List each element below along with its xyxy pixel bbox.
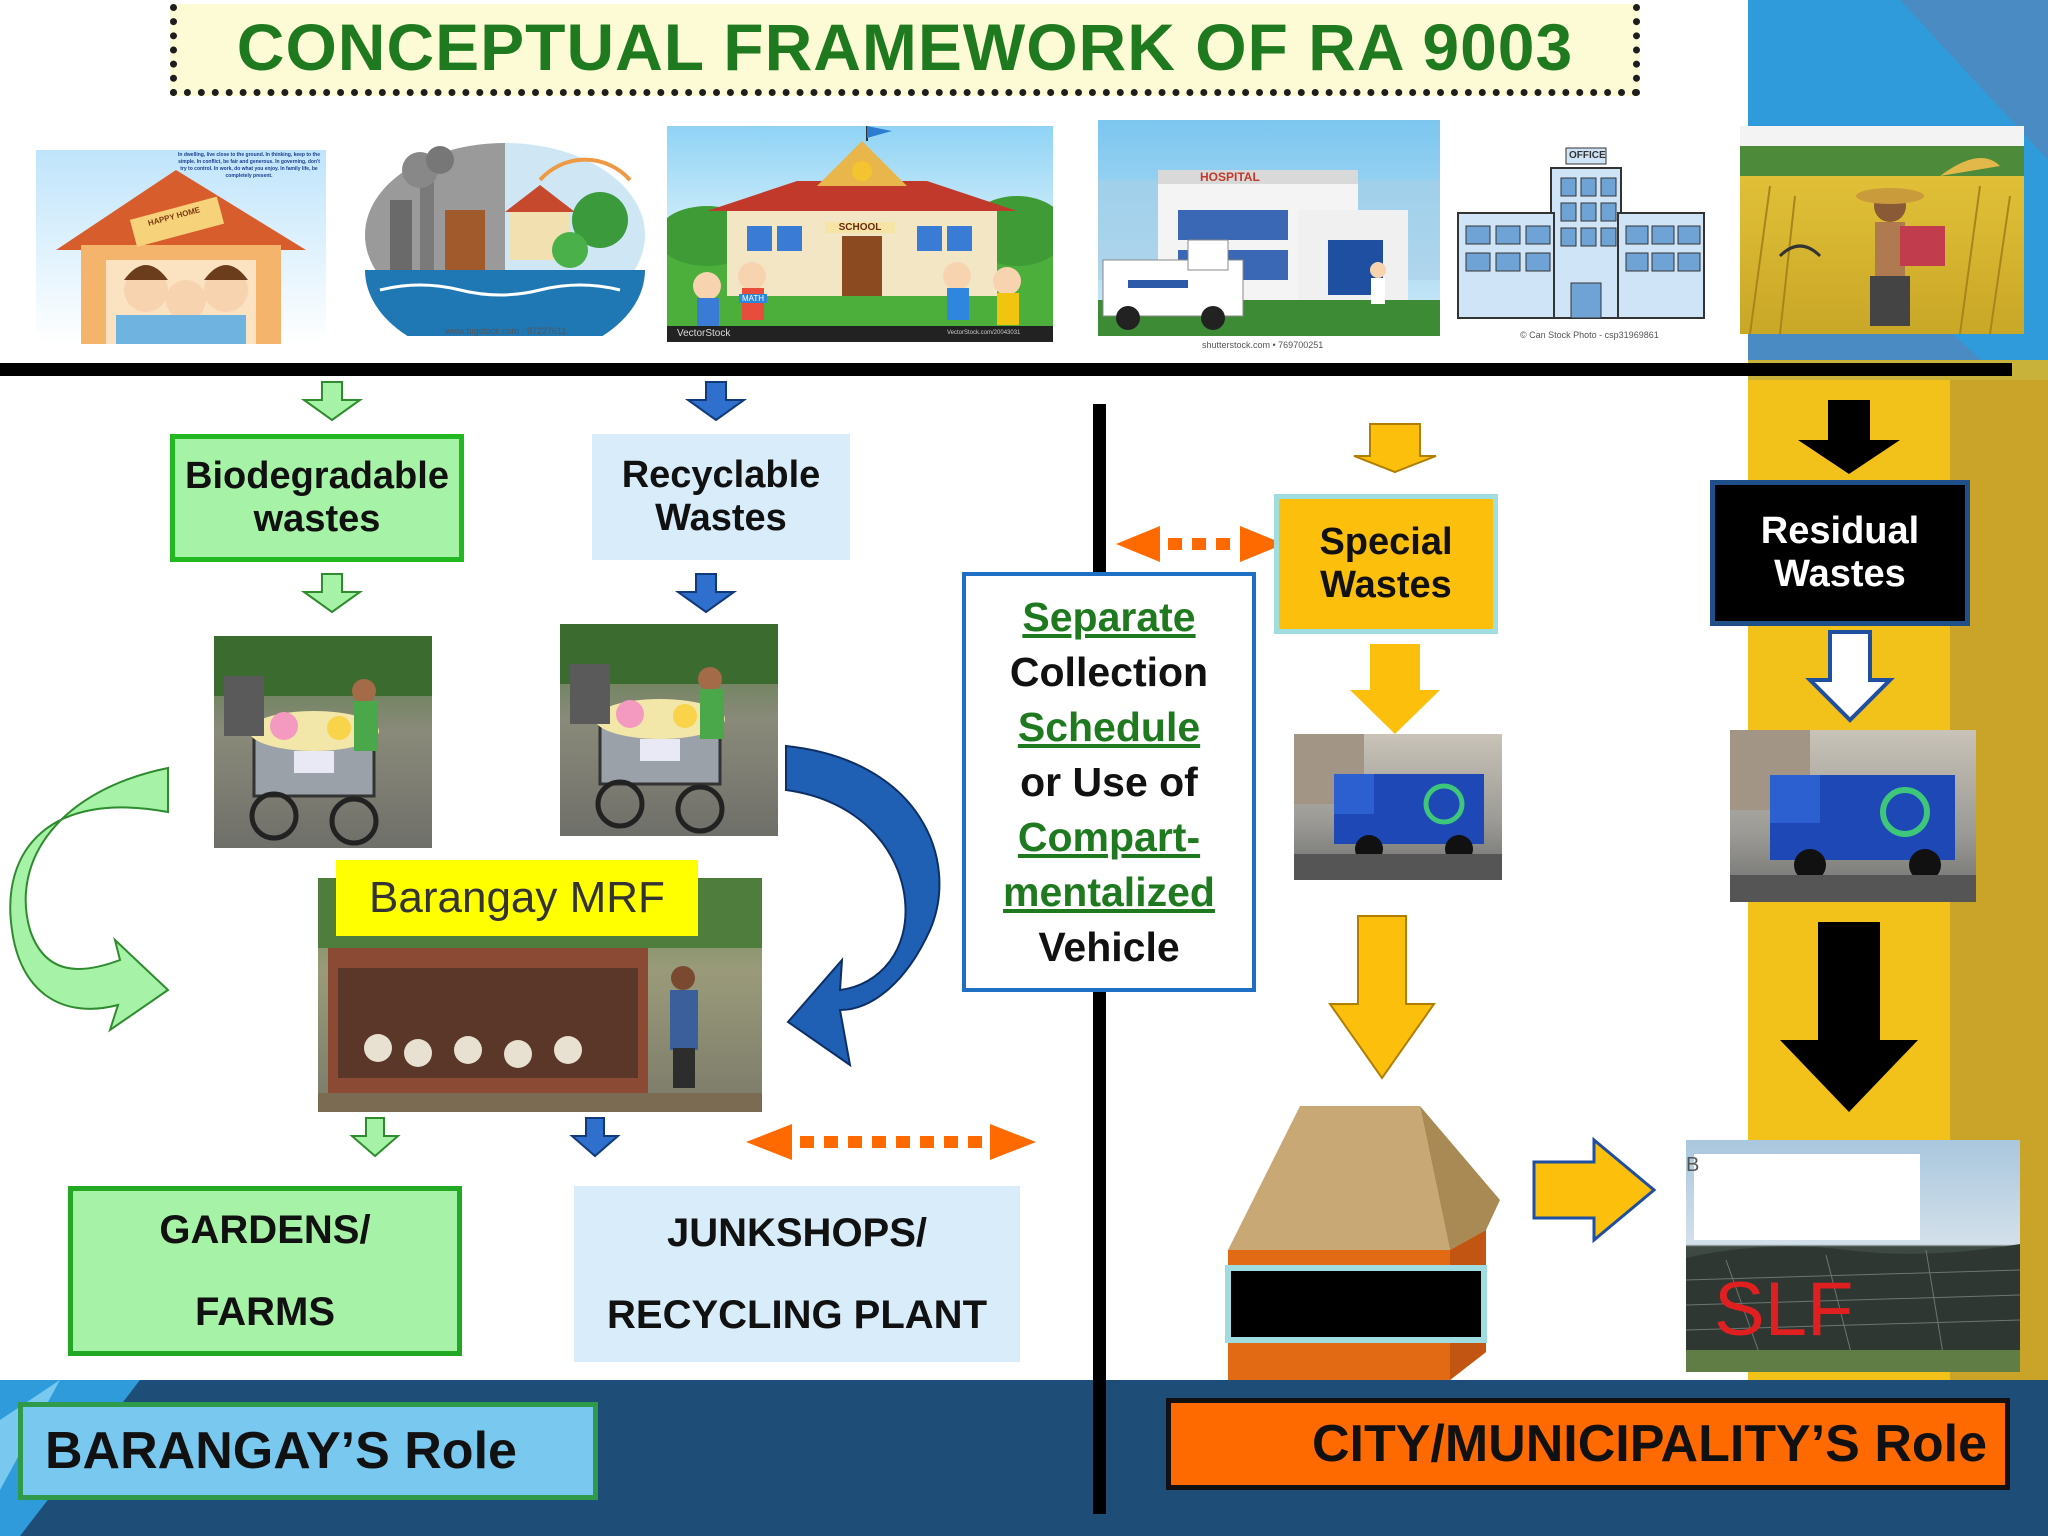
- junkshops-line2: RECYCLING PLANT: [607, 1293, 987, 1337]
- slf-blank-card: [1694, 1154, 1920, 1240]
- farmer-image: [1740, 126, 2024, 334]
- recyclable-line2: Wastes: [655, 497, 787, 539]
- collection-box: Separate Collection Schedule or Use of C…: [962, 572, 1256, 992]
- collection-line3: Schedule: [1017, 703, 1201, 750]
- orange-dotted-arrow-top: [1116, 526, 1284, 562]
- recyclable-box: Recyclable Wastes: [592, 434, 850, 560]
- arrow-down-residual-1: [1798, 400, 1900, 474]
- recyclable-line1: Recyclable: [621, 454, 821, 496]
- garbage-truck-photo-special: [1294, 734, 1502, 880]
- arrow-down-bio-2: [300, 573, 364, 614]
- residual-wastes-box: Residual Wastes: [1710, 480, 1970, 626]
- credit-vectorstock: VectorStock: [677, 328, 731, 339]
- school-sign-text: SCHOOL: [825, 222, 895, 233]
- arrow-down-residual-2: [1805, 630, 1895, 723]
- gardens-line1: GARDENS/: [159, 1208, 371, 1252]
- curved-arrow-green: [9, 766, 170, 1033]
- city-role-box: CITY/MUNICIPALITY’S Role: [1166, 1398, 2010, 1490]
- collection-line7: Vehicle: [1038, 923, 1180, 970]
- biodegradable-line1: Biodegradable: [185, 455, 449, 497]
- barangay-role-box: BARANGAY’S Role: [18, 1402, 598, 1500]
- mrf-label-text: Barangay MRF: [369, 873, 665, 922]
- hospital-image: HOSPITAL: [1098, 120, 1440, 336]
- pedicab-photo-bio: [214, 636, 432, 848]
- credit-canstock: © Can Stock Photo - csp31969861: [1520, 330, 1659, 340]
- collection-line1: Separate: [1022, 593, 1196, 640]
- special-line2: Wastes: [1320, 564, 1452, 606]
- arrow-down-special-3: [1328, 915, 1436, 1080]
- office-image: OFFICE: [1456, 138, 1706, 334]
- school-image: SCHOOL MATH VectorStock VectorStock.com/…: [667, 126, 1053, 342]
- credit-bigstock: www.bigstock.com · 97227611: [445, 326, 567, 336]
- slf-label: SLF: [1714, 1267, 1854, 1352]
- garbage-truck-photo-residual: [1730, 730, 1976, 902]
- hospital-sign: HOSPITAL: [1200, 170, 1260, 184]
- pedicab-photo-rec: [560, 624, 778, 836]
- arrow-down-special-2: [1350, 644, 1440, 734]
- city-role-label: CITY/MUNICIPALITY’S Role: [1311, 1415, 1987, 1473]
- mrf-label: Barangay MRF: [336, 860, 698, 936]
- arrow-down-bio-1: [300, 381, 364, 422]
- residual-line1: Residual: [1760, 510, 1920, 552]
- arrow-right-slf: [1532, 1136, 1657, 1244]
- junkshops-box: JUNKSHOPS/ RECYCLING PLANT: [574, 1186, 1020, 1362]
- arrow-down-special-1: [1353, 423, 1437, 474]
- special-line1: Special: [1319, 521, 1453, 563]
- curved-arrow-blue: [785, 744, 941, 1068]
- collection-line5: Compart-: [1017, 813, 1201, 860]
- barangay-role-label: BARANGAY’S Role: [45, 1422, 517, 1480]
- orange-dotted-arrow-bottom: [746, 1124, 1036, 1160]
- office-sign: OFFICE: [1569, 150, 1606, 161]
- house-caption: In dwelling, live close to the ground. I…: [178, 152, 320, 179]
- credit-vectorstock-url: VectorStock.com/20043031: [947, 330, 1021, 336]
- title-banner: CONCEPTUAL FRAMEWORK OF RA 9003: [170, 4, 1640, 96]
- collection-line4: or Use of: [1020, 758, 1198, 805]
- collection-line6: mentalized: [1003, 868, 1215, 915]
- gardens-box: GARDENS/ FARMS: [68, 1186, 462, 1356]
- credit-shutterstock: shutterstock.com • 769700251: [1202, 340, 1324, 350]
- special-wastes-box: Special Wastes: [1274, 494, 1498, 634]
- gardens-line2: FARMS: [195, 1290, 335, 1334]
- arrow-down-rec-2: [674, 573, 738, 614]
- page-title: CONCEPTUAL FRAMEWORK OF RA 9003: [236, 9, 1574, 84]
- collection-line2: Collection: [1009, 648, 1209, 695]
- arrow-down-gardens: [349, 1117, 401, 1158]
- math-label: MATH: [739, 294, 768, 303]
- special-facility: [1225, 1106, 1500, 1380]
- top-divider-line: [0, 363, 2012, 376]
- junkshops-line1: JUNKSHOPS/: [666, 1211, 928, 1255]
- slf-photo: B SLF: [1686, 1140, 2020, 1372]
- biodegradable-line2: wastes: [253, 498, 381, 540]
- house-image: HAPPY HOME In dwelling, live close to th…: [36, 150, 326, 344]
- environment-image: www.bigstock.com · 97227611: [360, 140, 650, 336]
- arrow-down-junkshops: [569, 1117, 621, 1158]
- biodegradable-box: Biodegradable wastes: [170, 434, 464, 562]
- slf-prefix: B: [1686, 1154, 1700, 1176]
- residual-line2: Wastes: [1774, 553, 1906, 595]
- arrow-down-residual-3: [1780, 922, 1918, 1112]
- arrow-down-rec-1: [684, 381, 748, 422]
